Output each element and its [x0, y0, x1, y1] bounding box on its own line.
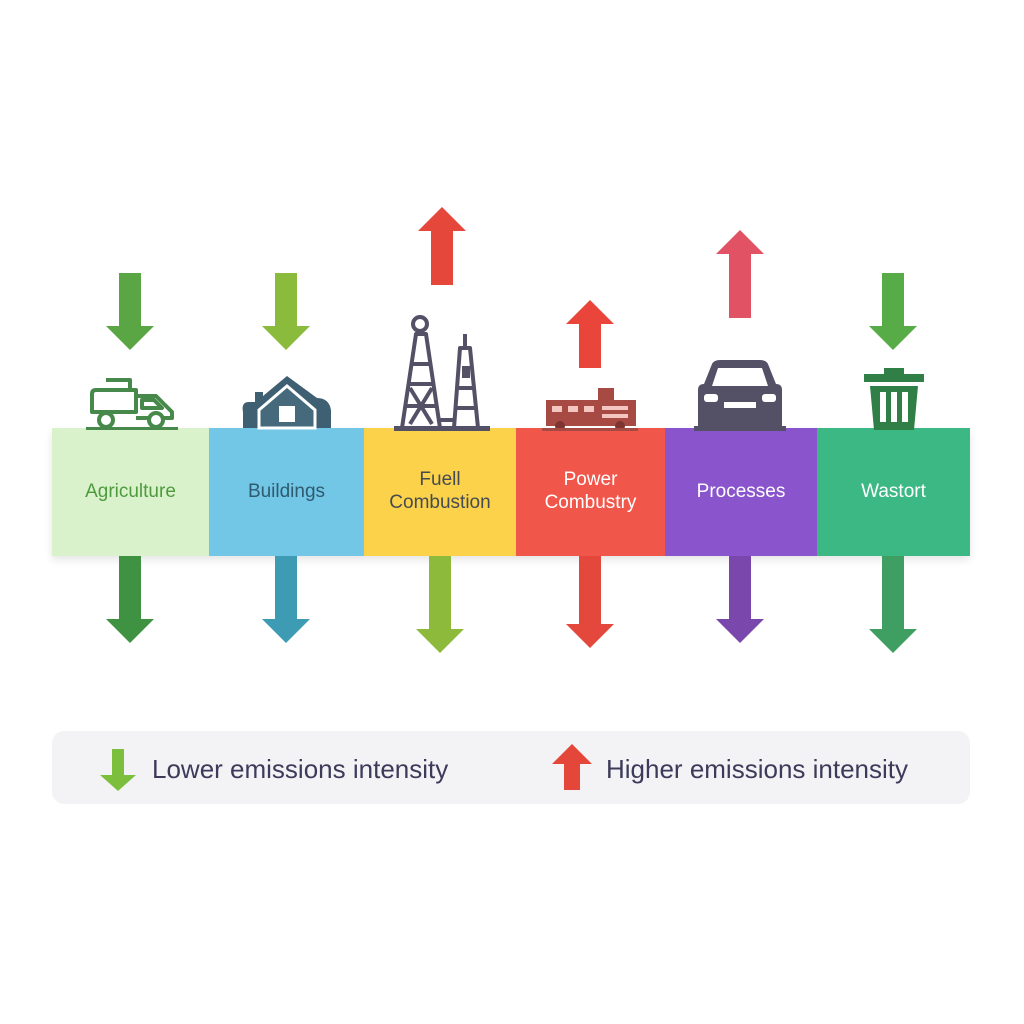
bottom-arrow-buildings-down [262, 556, 310, 643]
sector-box-buildings: Buildings [209, 428, 364, 556]
sector-box-power: Power Combustry [516, 428, 665, 556]
legend-lower-arrow-icon [100, 749, 136, 791]
legend-higher-arrow-icon-shape [552, 744, 592, 790]
bottom-arrow-agriculture-down [106, 556, 154, 643]
sector-box-processes: Processes [665, 428, 817, 556]
legend-lower-label: Lower emissions intensity [152, 754, 449, 784]
sector-label-processes: Processes [696, 480, 786, 502]
trash-can-icon [864, 368, 924, 430]
sector-label-buildings: Buildings [247, 480, 326, 502]
sector-box-waste: Wastort [817, 428, 970, 556]
bottom-arrow-power-down-shape [566, 556, 614, 648]
bottom-arrow-buildings-down-shape [262, 556, 310, 643]
factory-icon [542, 388, 638, 431]
bottom-arrow-waste-down [869, 556, 917, 653]
sector-box-agriculture: Agriculture [52, 428, 209, 556]
sector-label-waste: Wastort [861, 480, 926, 502]
bottom-arrow-processes-down-shape [716, 556, 764, 643]
top-arrow-processes-up-shape [716, 230, 764, 318]
top-arrow-power-up-shape [566, 300, 614, 368]
top-arrow-processes-up [716, 230, 764, 318]
top-arrow-agriculture-down [106, 273, 154, 350]
top-arrow-waste-down [869, 273, 917, 350]
top-arrow-buildings-down [262, 273, 310, 350]
bottom-arrow-power-down [566, 556, 614, 648]
legend-lower-arrow-icon-shape [100, 749, 136, 791]
car-icon [694, 360, 786, 431]
truck-icon [86, 378, 178, 430]
sector-label-agriculture: Agriculture [85, 480, 176, 502]
sector-label-power: Power Combustry [544, 469, 637, 513]
legend-higher-arrow-icon [552, 744, 592, 790]
top-arrow-power-up [566, 300, 614, 368]
bottom-arrow-fuel-combustion-down [416, 556, 464, 653]
top-arrow-fuel-combustion-up [418, 207, 466, 285]
legend-higher-label: Higher emissions intensity [606, 754, 909, 784]
oil-rig-icon [394, 315, 490, 431]
top-arrow-waste-down-shape [869, 273, 917, 350]
house-icon [242, 376, 331, 430]
top-arrow-agriculture-down-shape [106, 273, 154, 350]
bottom-arrow-agriculture-down-shape [106, 556, 154, 643]
top-arrow-fuel-combustion-up-shape [418, 207, 466, 285]
top-arrow-buildings-down-shape [262, 273, 310, 350]
sector-label-fuel-combustion: Fuell Combustion [389, 469, 491, 513]
bottom-arrow-fuel-combustion-down-shape [416, 556, 464, 653]
sector-box-fuel-combustion: Fuell Combustion [364, 428, 516, 556]
bottom-arrow-waste-down-shape [869, 556, 917, 653]
legend [52, 731, 970, 804]
bottom-arrow-processes-down [716, 556, 764, 643]
